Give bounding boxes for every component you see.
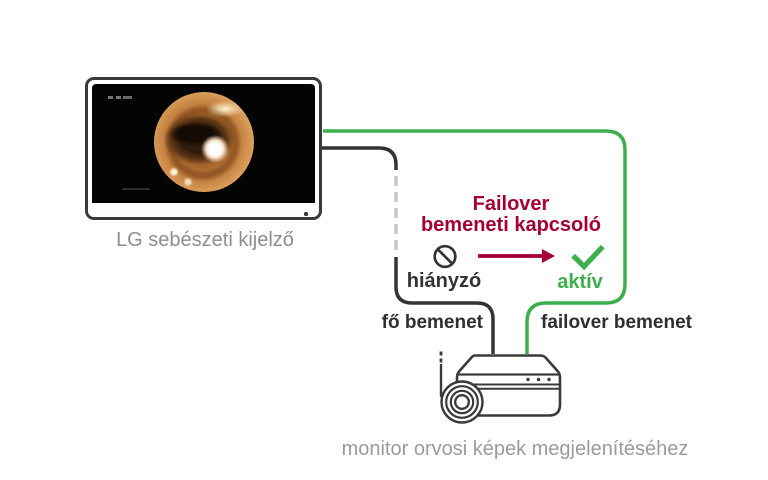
checkmark-icon <box>571 244 605 271</box>
active-state-label: aktív <box>557 271 603 293</box>
failover-input-label: failover bemenet <box>541 312 692 333</box>
screen-osd-marks-bottom <box>122 188 150 190</box>
endoscopy-image <box>154 92 254 192</box>
monitor-screen <box>92 84 315 203</box>
screen-osd-marks <box>108 96 134 99</box>
surgical-monitor <box>85 77 322 220</box>
prohibition-icon <box>433 244 457 269</box>
device-dot-1 <box>526 377 530 382</box>
device-dot-2 <box>536 377 541 382</box>
main-input-label: fő bemenet <box>381 312 483 333</box>
missing-state-label: hiányzó <box>406 270 482 292</box>
monitor-label: LG sebészeti kijelző <box>116 229 294 251</box>
main-cable-upper <box>322 146 398 170</box>
monitor-power-led <box>304 212 308 216</box>
failover-switch-title-line2: bemeneti kapcsoló <box>420 214 602 236</box>
main-cable-lower <box>394 257 495 354</box>
device-label: monitor orvosi képek megjelenítéséhez <box>341 438 689 460</box>
medical-image-device <box>439 351 562 424</box>
failover-switch-title: Failover bemeneti kapcsoló <box>421 194 601 236</box>
device-cable-coil <box>440 380 484 424</box>
arrow-right-icon <box>478 249 555 263</box>
device-dot-3 <box>547 377 551 382</box>
failover-switch-title-line1: Failover <box>472 193 550 215</box>
failover-cable <box>323 129 627 354</box>
